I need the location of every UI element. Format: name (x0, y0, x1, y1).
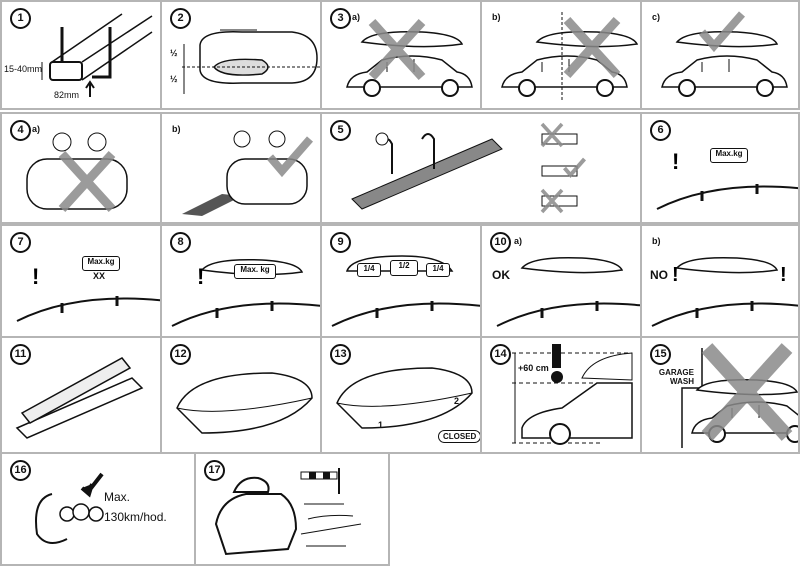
quarter-load-left: 1/4 (357, 263, 381, 277)
svg-text:!: ! (197, 264, 204, 289)
quarter-load-right: 1/4 (426, 263, 450, 277)
step-number: 8 (170, 232, 191, 253)
svg-text:!: ! (672, 264, 679, 286)
closed-label: CLOSED (438, 430, 480, 443)
half-label-top: ½ (170, 48, 178, 58)
box-max-load-illustration: ! (170, 258, 320, 328)
top-view-centering-illustration (182, 29, 320, 94)
step-5-panel: 5 (320, 112, 642, 224)
step-17-panel: 17 (194, 452, 390, 566)
step-9-panel: 9 1/4 1/2 1/4 (320, 224, 482, 338)
max-load-weight: Max.kg (710, 148, 748, 163)
speed-limit-dashboard-illustration (35, 472, 104, 544)
step-7-panel: 7 ! Max.kg XX (0, 224, 162, 338)
loading-from-side-illustration (182, 130, 320, 216)
step-2-panel: 2 ½ ½ (160, 0, 322, 110)
car-box-rear-illustration (501, 12, 638, 102)
step-number: 17 (204, 460, 225, 481)
height-label: 15-40mm (4, 64, 43, 74)
max-load-weight: Max.kg (82, 256, 120, 271)
clearance-label: +60 cm (518, 363, 549, 373)
sub-label: b) (652, 236, 661, 246)
step-12-panel: 12 (160, 336, 322, 454)
max-load-weight: Max. kg (234, 264, 276, 279)
step-11-panel: 11 (0, 336, 162, 454)
step-number: 14 (490, 344, 511, 365)
step-10b-panel: b) NO !! (640, 224, 800, 338)
step-number: 5 (330, 120, 351, 141)
svg-text:!: ! (780, 264, 787, 286)
speed-limit-label: 130km/hod. (104, 510, 167, 524)
svg-text:!: ! (32, 264, 39, 289)
car-box-front-illustration (346, 2, 473, 97)
step-number: 9 (330, 232, 351, 253)
max-load-roof-illustration: ! (655, 149, 798, 211)
mounting-hardware-illustration (351, 122, 587, 214)
step-number: 6 (650, 120, 671, 141)
closing-lid-illustration (176, 372, 313, 434)
step-6-panel: 6 ! Max.kg (640, 112, 800, 224)
step-14-panel: 14 +60 cm (480, 336, 642, 454)
crossbar-spacing-illustration: ! (15, 264, 160, 323)
sub-label: b) (172, 124, 181, 134)
height-clearance-illustration (512, 344, 633, 445)
step-number: 4 (10, 120, 31, 141)
load-distribution-illustration (330, 255, 480, 328)
car-box-centered-illustration (661, 2, 788, 97)
svg-text:!: ! (672, 149, 679, 174)
step-number: 7 (10, 232, 31, 253)
garage-wash-sign: GARAGE WASH (658, 368, 694, 386)
step-3c-panel: c) (640, 0, 800, 110)
step-3b-panel: b) (480, 0, 642, 110)
step-2-label: 2 (454, 396, 460, 406)
no-label: NO (650, 268, 668, 282)
sub-label: a) (514, 236, 523, 246)
spacing-label: XX (93, 271, 106, 281)
locking-box-illustration (336, 367, 473, 429)
max-label: Max. (104, 490, 131, 504)
step-number: 10 (490, 232, 511, 253)
incorrect-loading-illustration: !! (650, 256, 798, 328)
step-4b-panel: b) (160, 112, 322, 224)
loading-from-front-illustration (26, 132, 128, 222)
step-number: 13 (330, 344, 351, 365)
sub-label: c) (652, 12, 661, 22)
step-13-panel: 13 1 2 CLOSED (320, 336, 482, 454)
sub-label: a) (32, 124, 41, 134)
half-load-center: 1/2 (390, 260, 418, 276)
step-16-panel: 16 Max. 130km/hod. (0, 452, 196, 566)
step-number: 12 (170, 344, 191, 365)
half-label-bottom: ½ (170, 74, 178, 84)
width-label: 82mm (54, 90, 80, 100)
crosswind-driving-illustration (214, 468, 362, 556)
step-number: 15 (650, 344, 671, 365)
step-number: 16 (10, 460, 31, 481)
sub-label: b) (492, 12, 501, 22)
sub-label: a) (352, 12, 361, 22)
step-number: 2 (170, 8, 191, 29)
step-number: 11 (10, 344, 31, 365)
step-1-panel: 1 15-40mm 82mm (0, 0, 162, 110)
step-15-panel: 15 GARAGE WASH (640, 336, 800, 454)
correct-loading-illustration (495, 256, 640, 328)
crossbar-bracket-illustration (41, 13, 153, 97)
step-1-label: 1 (378, 420, 384, 430)
ok-label: OK (492, 268, 510, 282)
step-number: 1 (10, 8, 31, 29)
open-box-illustration (15, 357, 144, 439)
step-8-panel: 8 ! Max. kg (160, 224, 322, 338)
no-car-wash-illustration (681, 338, 798, 448)
step-number: 3 (330, 8, 351, 29)
